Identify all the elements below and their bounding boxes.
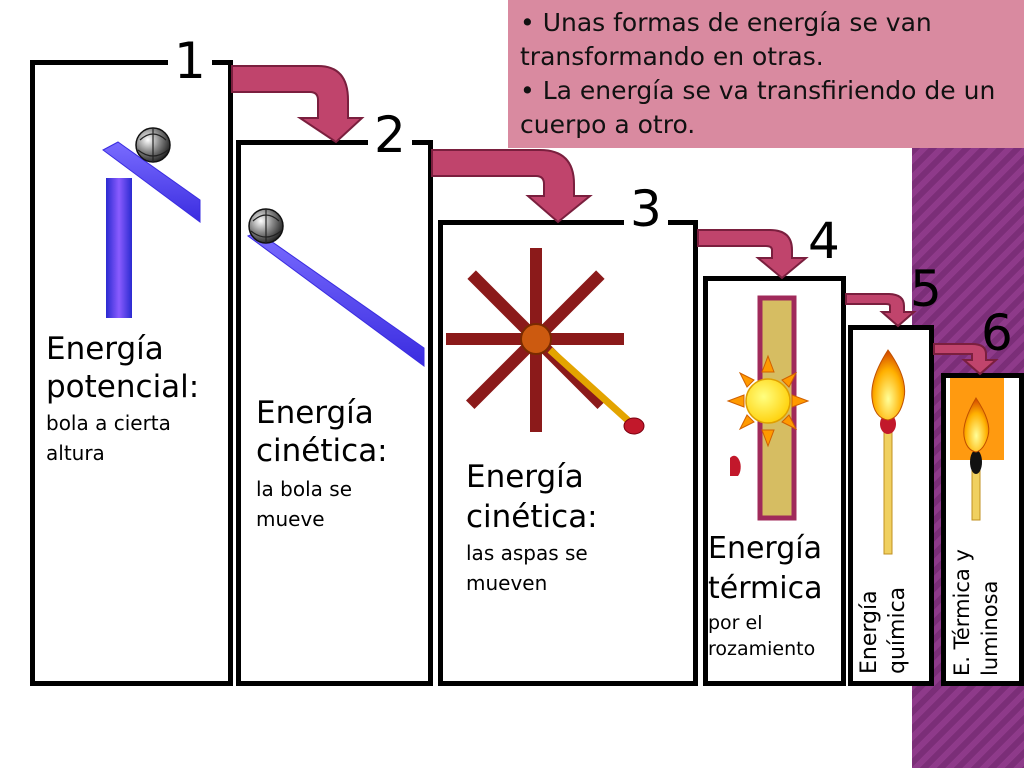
step-6-label-line1: E. Térmica y — [950, 549, 974, 676]
note-bullet-1: • Unas formas de energía se van transfor… — [520, 8, 932, 71]
step-box-2 — [236, 140, 433, 686]
step-number-4: 4 — [808, 212, 840, 270]
friction-sun-illustration — [726, 295, 810, 521]
step-2-desc-line1: la bola se — [256, 477, 352, 501]
arrow-3-to-4 — [697, 229, 809, 280]
step-6-label: E. Térmica y luminosa — [948, 549, 1004, 676]
step-1-title-line2: potencial: — [46, 369, 200, 405]
step-4-desc-line2: rozamiento — [708, 638, 816, 660]
step-5-label-line2: química — [885, 586, 910, 674]
arrow-1-to-2 — [231, 65, 365, 144]
arrow-5-to-6 — [933, 343, 999, 376]
step-3-desc-line2: mueven — [466, 571, 548, 595]
step-2-desc-line2: mueve — [256, 507, 325, 531]
step-4-desc-line1: por el — [708, 612, 763, 634]
step-number-3: 3 — [624, 184, 668, 234]
note-bullet-2: • La energía se va transfiriendo de un c… — [520, 76, 996, 139]
ramp-illustration-2 — [246, 208, 425, 367]
lit-match-illustration — [871, 349, 906, 555]
blades-illustration — [446, 248, 645, 435]
step-number-6: 6 — [981, 304, 1013, 362]
arrow-2-to-3 — [431, 149, 593, 224]
step-5-label: Energía química — [856, 587, 912, 674]
step-4-title-line1: Energía — [708, 531, 822, 566]
ramp-illustration-1 — [102, 127, 201, 318]
step-1-desc-line2: altura — [46, 441, 105, 465]
step-3-desc-line1: las aspas se — [466, 541, 588, 565]
arrow-4-to-5 — [845, 293, 917, 328]
step-number-1: 1 — [168, 36, 212, 86]
step-6-label-line2: luminosa — [978, 580, 1002, 676]
step-1-desc-line1: bola a cierta — [46, 411, 171, 435]
step-box-1 — [30, 60, 233, 686]
step-4-title-line2: térmica — [708, 571, 823, 606]
step-3-title-line2: cinética: — [466, 499, 598, 535]
summary-note: • Unas formas de energía se van transfor… — [508, 0, 1024, 148]
flame-illustration — [950, 378, 1004, 521]
step-box-3 — [438, 220, 698, 686]
step-2-title-line1: Energía — [256, 395, 374, 431]
step-3-title-line1: Energía — [466, 459, 584, 495]
step-number-5: 5 — [910, 260, 942, 318]
step-1-title-line1: Energía — [46, 331, 164, 367]
step-number-2: 2 — [368, 110, 412, 160]
step-5-label-line1: Energía — [857, 590, 882, 674]
step-2-title-line2: cinética: — [256, 433, 388, 469]
